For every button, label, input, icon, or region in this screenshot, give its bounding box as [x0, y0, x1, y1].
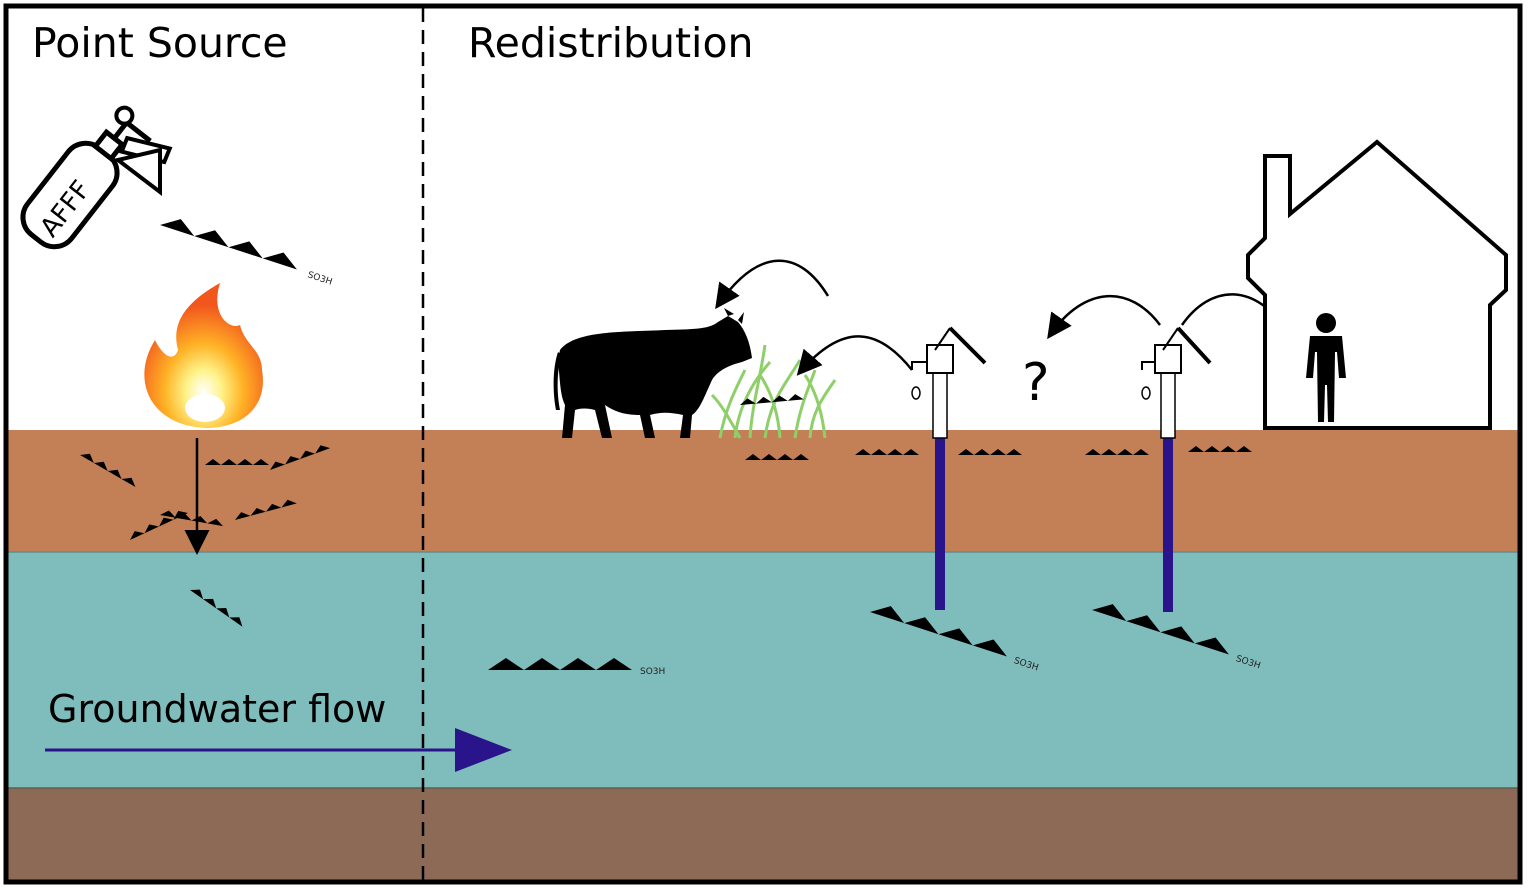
arrow-well-to-unknown — [1047, 294, 1161, 340]
groundwater-flow-arrow — [45, 728, 512, 772]
soil-layer — [8, 430, 1518, 552]
hand-pump-icon — [911, 326, 987, 610]
arrow-well-to-grass — [796, 335, 913, 376]
cow-icon — [553, 308, 752, 438]
person-icon — [1306, 313, 1346, 422]
right-panel-title: Redistribution — [468, 19, 754, 67]
question-mark-icon: ? — [1022, 353, 1050, 413]
groundwater-flow-label: Groundwater flow — [48, 687, 386, 731]
arrow-grass-to-cow — [715, 259, 830, 310]
left-panel-title: Point Source — [32, 19, 288, 67]
pfos-molecule-aquifer-center: SO3H — [482, 646, 665, 682]
svg-text:SO3H: SO3H — [640, 667, 665, 677]
diagram-frame — [3, 3, 1523, 885]
bedrock-layer — [8, 788, 1518, 880]
aquifer-layer — [8, 552, 1518, 788]
flame-icon — [144, 283, 263, 428]
hand-pump-icon — [1141, 326, 1212, 612]
